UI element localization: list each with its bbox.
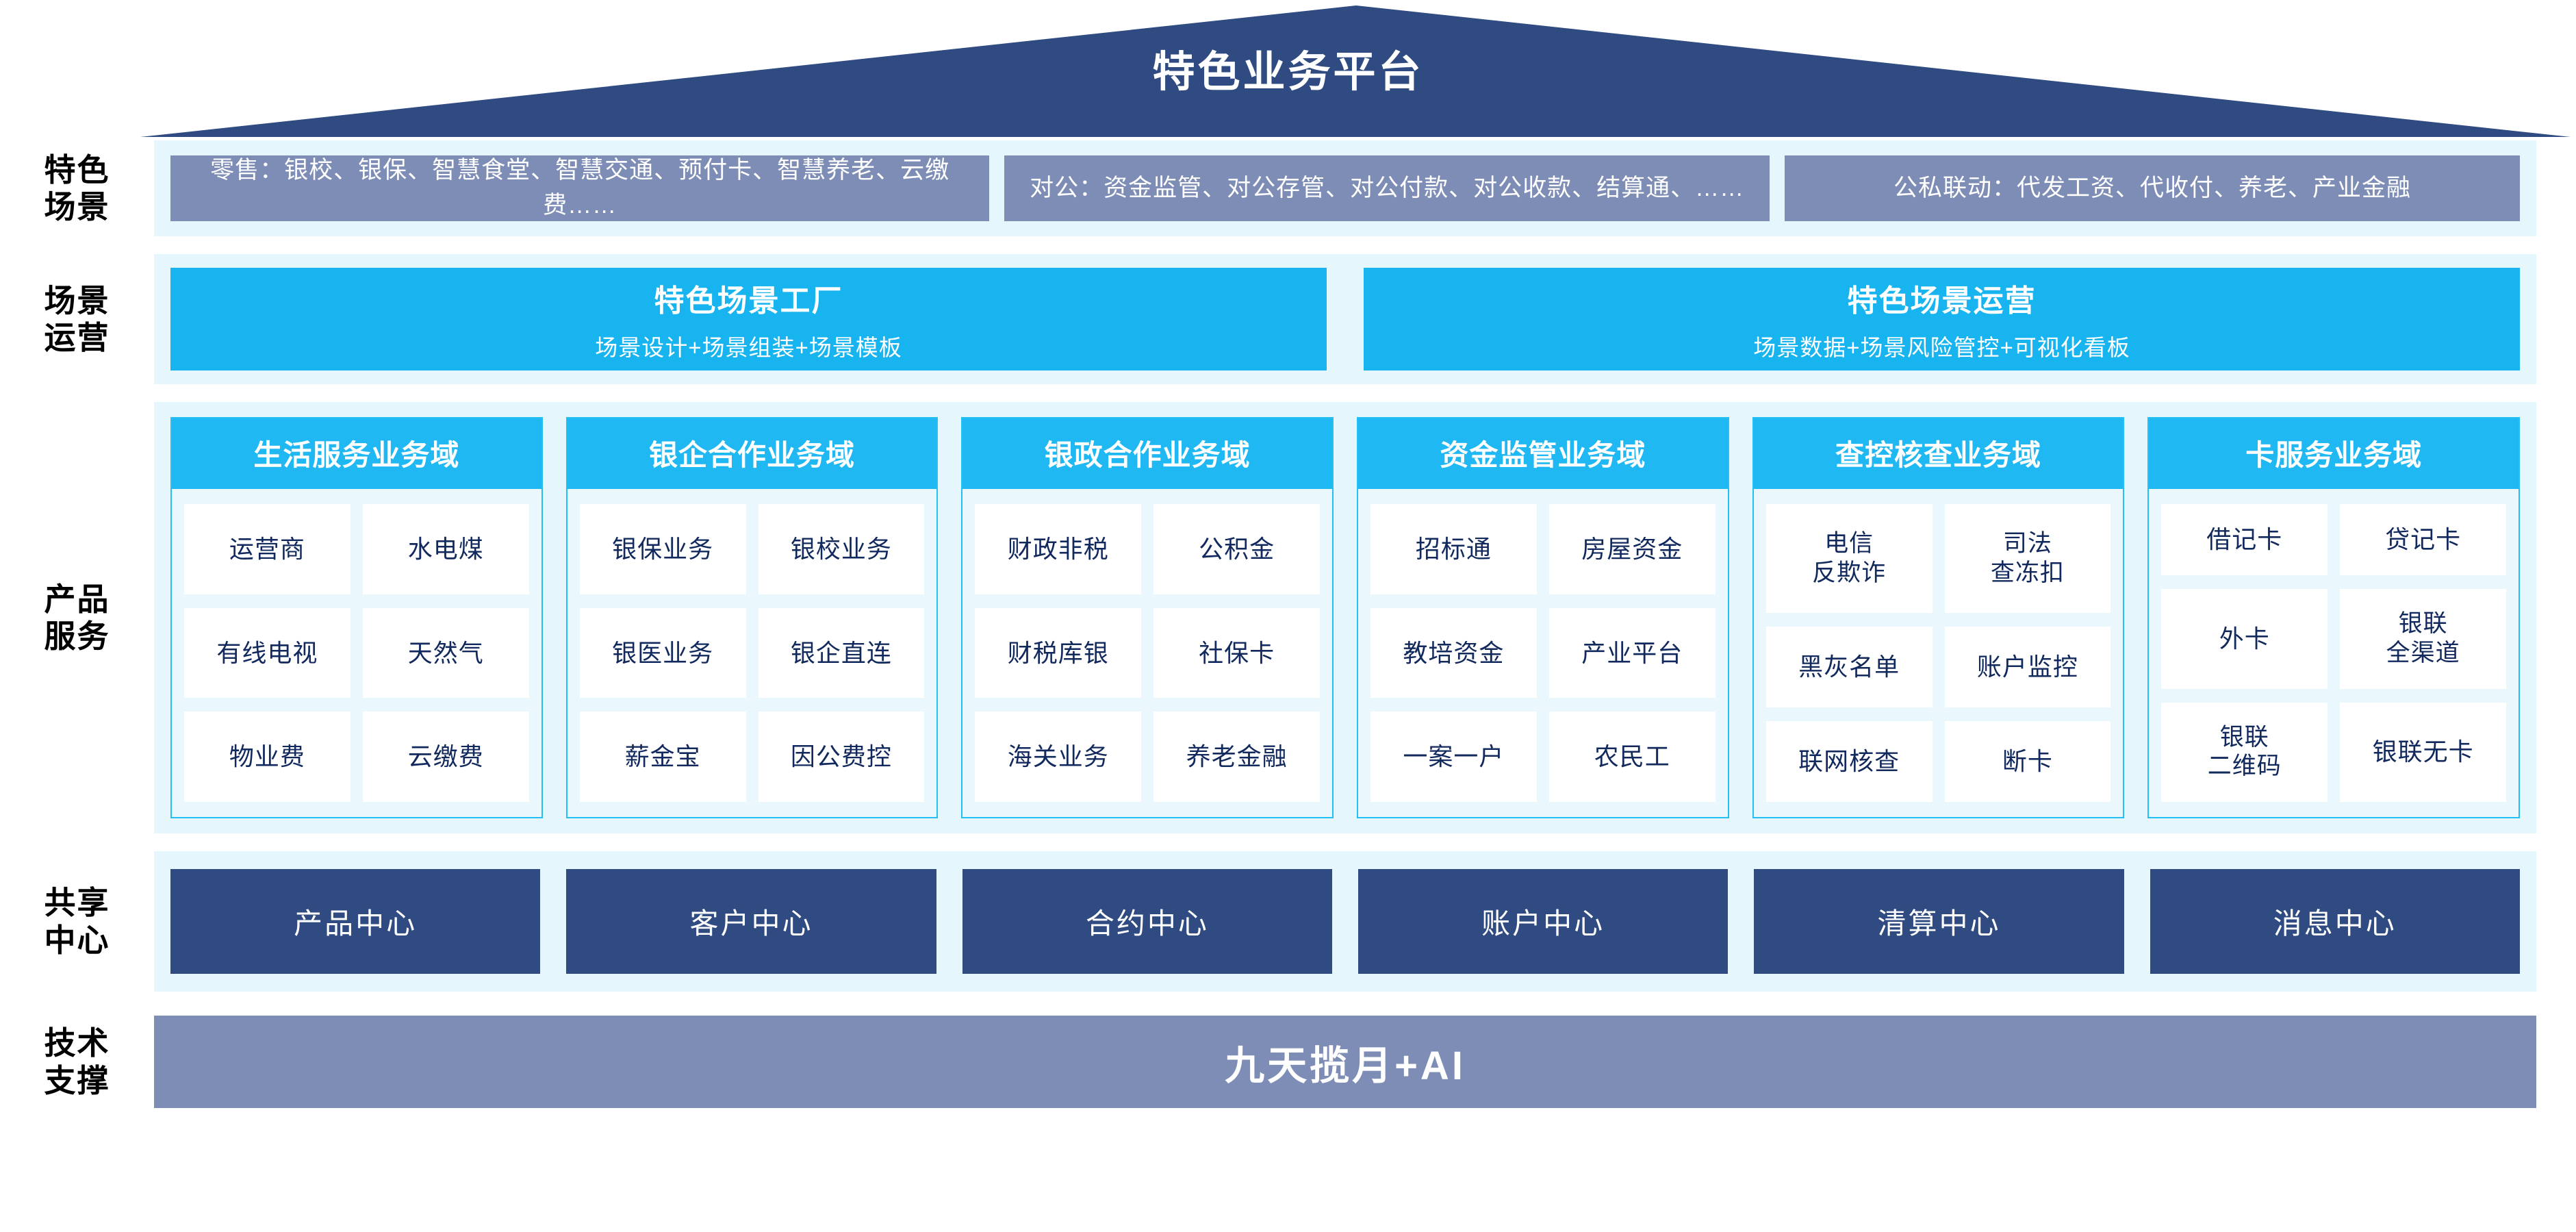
special-scenes-list: 零售：银校、银保、智慧食堂、智慧交通、预付卡、智慧养老、云缴费…… 对公：资金监… [154,140,2536,236]
domain-cells-investigation: 电信反欺诈 司法查冻扣 黑灰名单 账户监控 联网核查 断卡 [1754,489,2124,817]
product-domain-column-investigation: 查控核查业务域 电信反欺诈 司法查冻扣 黑灰名单 账户监控 联网核查 断卡 [1752,417,2125,818]
product-cell[interactable]: 借记卡 [2161,504,2328,576]
product-cell[interactable]: 海关业务 [975,712,1142,802]
product-cell[interactable]: 社保卡 [1153,607,1321,699]
product-domain-column-bank-enterprise: 银企合作业务域 银保业务 银校业务 银医业务 银企直连 薪金宝 因公费控 [565,417,939,818]
domain-title-life-services: 生活服务业务域 [172,418,541,489]
domain-title-investigation: 查控核查业务域 [1753,418,2124,489]
row-label-product-services: 产品服务 [0,402,154,833]
tech-support-text: 九天揽月+AI [1225,1043,1466,1088]
product-cell[interactable]: 公积金 [1153,504,1321,594]
architecture-board: 特色场景 零售：银校、银保、智慧食堂、智慧交通、预付卡、智慧养老、云缴费…… 对… [0,140,2576,1232]
product-domain-column-life-services: 生活服务业务域 运营商 水电煤 有线电视 天然气 物业费 云缴费 [170,417,543,818]
shared-center-clearing[interactable]: 清算中心 [1754,869,2124,974]
product-cell[interactable]: 因公费控 [758,712,925,802]
product-domain-column-fund-supervision: 资金监管业务域 招标通 房屋资金 教培资金 产业平台 一案一户 农民工 [1357,417,1729,818]
product-cell[interactable]: 黑灰名单 [1765,627,1933,708]
shared-centers-list: 产品中心 客户中心 合约中心 账户中心 清算中心 消息中心 [154,851,2536,992]
row-label-shared-centers-text: 共享中心 [44,885,110,958]
shared-center-contract[interactable]: 合约中心 [962,869,1332,974]
product-cell[interactable]: 农民工 [1548,712,1716,802]
product-services-band: 生活服务业务域 运营商 水电煤 有线电视 天然气 物业费 云缴费 银企合作业务域… [154,402,2536,833]
shared-center-account[interactable]: 账户中心 [1357,869,1729,974]
product-cell[interactable]: 房屋资金 [1548,504,1716,594]
product-cell[interactable]: 贷记卡 [2340,504,2507,576]
row-label-special-scenes: 特色场景 [0,140,154,236]
row-label-scene-operations: 场景运营 [0,254,154,384]
product-cell[interactable]: 外卡 [2161,589,2328,689]
product-cell[interactable]: 水电煤 [362,504,529,594]
ops-factory-title: 特色场景工厂 [654,284,843,318]
product-cell[interactable]: 银联二维码 [2161,702,2328,802]
product-cell[interactable]: 银保业务 [579,504,746,594]
domain-cells-card-services: 借记卡 贷记卡 外卡 银联全渠道 银联二维码 银联无卡 [2149,489,2518,817]
domain-cells-fund-supervision: 招标通 房屋资金 教培资金 产业平台 一案一户 农民工 [1358,489,1728,817]
product-cell[interactable]: 财政非税 [975,504,1142,594]
domain-title-bank-government: 银政合作业务域 [962,418,1333,489]
product-cell[interactable]: 银联全渠道 [2340,589,2507,689]
ops-operation-subtitle: 场景数据+场景风险管控+可视化看板 [1753,335,2130,360]
domain-title-fund-supervision: 资金监管业务域 [1358,418,1728,489]
shared-centers-band: 产品中心 客户中心 合约中心 账户中心 清算中心 消息中心 [154,851,2536,992]
scene-box-corporate[interactable]: 对公：资金监管、对公存管、对公付款、对公收款、结算通、…… [1004,155,1770,221]
product-cell[interactable]: 薪金宝 [579,712,746,802]
domain-cells-bank-enterprise: 银保业务 银校业务 银医业务 银企直连 薪金宝 因公费控 [568,489,937,817]
product-cell[interactable]: 天然气 [362,607,529,699]
row-label-special-scenes-text: 特色场景 [44,151,110,225]
product-cell[interactable]: 养老金融 [1153,712,1321,802]
scene-box-retail[interactable]: 零售：银校、银保、智慧食堂、智慧交通、预付卡、智慧养老、云缴费…… [170,155,990,221]
domain-cells-bank-government: 财政非税 公积金 财税库银 社保卡 海关业务 养老金融 [962,489,1332,817]
ops-operation-title: 特色场景运营 [1847,284,2037,318]
product-cell[interactable]: 招标通 [1370,504,1537,594]
product-domain-column-card-services: 卡服务业务域 借记卡 贷记卡 外卡 银联全渠道 银联二维码 银联无卡 [2147,417,2521,818]
product-cell[interactable]: 账户监控 [1944,627,2111,708]
product-cell[interactable]: 教培资金 [1370,607,1537,699]
product-cell[interactable]: 银校业务 [758,504,925,594]
product-cell[interactable]: 产业平台 [1548,607,1716,699]
product-cell[interactable]: 断卡 [1944,721,2111,802]
product-cell[interactable]: 银联无卡 [2340,702,2507,802]
scene-box-public-private[interactable]: 公私联动：代发工资、代收付、养老、产业金融 [1784,155,2520,221]
domain-cells-life-services: 运营商 水电煤 有线电视 天然气 物业费 云缴费 [172,489,541,817]
ops-factory-subtitle: 场景设计+场景组装+场景模板 [595,335,902,360]
shared-center-product[interactable]: 产品中心 [170,869,541,974]
product-cell[interactable]: 云缴费 [362,712,529,802]
product-cell[interactable]: 运营商 [184,504,350,594]
tech-support-bar[interactable]: 九天揽月+AI [154,1016,2536,1108]
product-domain-columns: 生活服务业务域 运营商 水电煤 有线电视 天然气 物业费 云缴费 银企合作业务域… [154,402,2536,833]
row-label-scene-operations-text: 场景运营 [44,282,110,355]
domain-title-bank-enterprise: 银企合作业务域 [567,418,937,489]
shared-center-customer[interactable]: 客户中心 [566,869,936,974]
product-cell[interactable]: 联网核查 [1765,721,1933,802]
domain-title-card-services: 卡服务业务域 [2149,418,2519,489]
ops-box-scene-factory[interactable]: 特色场景工厂 场景设计+场景组装+场景模板 [170,268,1327,370]
product-cell[interactable]: 电信反欺诈 [1765,504,1933,614]
product-cell[interactable]: 物业费 [184,712,350,802]
product-cell[interactable]: 银企直连 [758,607,925,699]
row-label-tech-support: 技术支撑 [0,1016,154,1108]
ops-box-scene-operation[interactable]: 特色场景运营 场景数据+场景风险管控+可视化看板 [1364,268,2520,370]
special-scenes-band: 零售：银校、银保、智慧食堂、智慧交通、预付卡、智慧养老、云缴费…… 对公：资金监… [154,140,2536,236]
row-label-shared-centers: 共享中心 [0,851,154,992]
scene-operations-list: 特色场景工厂 场景设计+场景组装+场景模板 特色场景运营 场景数据+场景风险管控… [154,254,2536,384]
product-cell[interactable]: 有线电视 [184,607,350,699]
row-label-product-services-text: 产品服务 [44,581,110,654]
platform-roof: 特色业务平台 [0,0,2576,140]
shared-center-message[interactable]: 消息中心 [2150,869,2520,974]
product-cell[interactable]: 银医业务 [579,607,746,699]
roof-triangle-shape [140,5,2571,137]
product-domain-column-bank-government: 银政合作业务域 财政非税 公积金 财税库银 社保卡 海关业务 养老金融 [961,417,1334,818]
product-cell[interactable]: 财税库银 [975,607,1142,699]
scene-operations-band: 特色场景工厂 场景设计+场景组装+场景模板 特色场景运营 场景数据+场景风险管控… [154,254,2536,384]
row-label-tech-support-text: 技术支撑 [44,1025,110,1098]
product-cell[interactable]: 司法查冻扣 [1944,504,2111,614]
page-title: 特色业务平台 [1152,49,1424,96]
product-cell[interactable]: 一案一户 [1370,712,1537,802]
